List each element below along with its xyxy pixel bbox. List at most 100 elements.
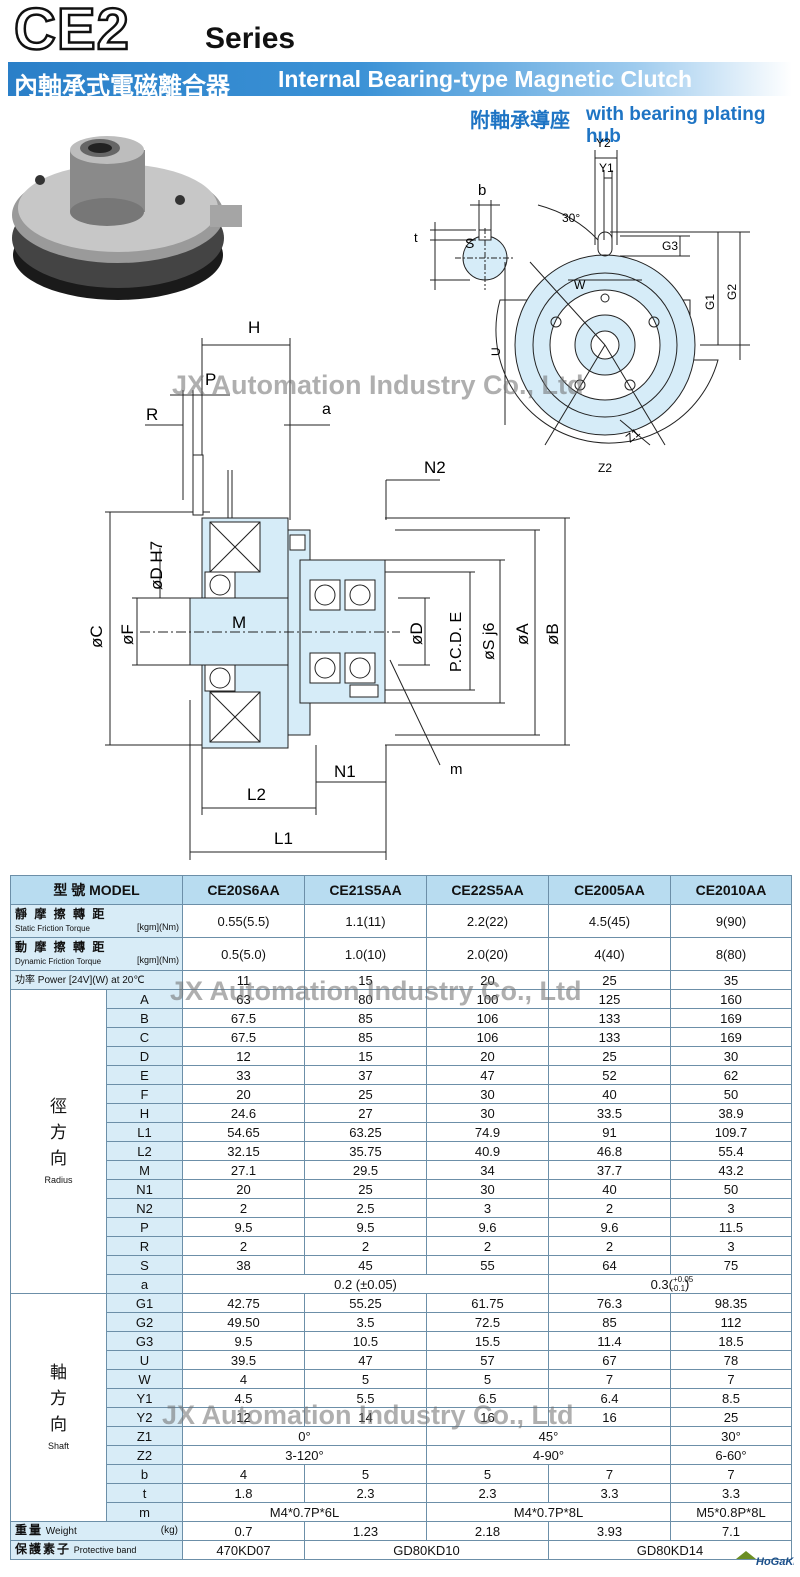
table-cell: 2 (182, 1236, 305, 1256)
table-cell: 0.2 (±0.05) (182, 1274, 549, 1294)
table-cell: 57 (426, 1350, 549, 1370)
table-cell: M4*0.7P*6L (182, 1502, 427, 1522)
table-cell: 9.5 (304, 1217, 427, 1237)
table-cell: 109.7 (670, 1122, 792, 1142)
label-z2: Z2 (598, 461, 612, 475)
dim-label: M (106, 1160, 183, 1180)
torque-unit: [kgm](Nm) (137, 922, 179, 932)
table-cell: 33 (182, 1065, 305, 1085)
table-cell: 2 (548, 1198, 671, 1218)
label-30deg: 30° (562, 211, 580, 225)
dim-label: a (106, 1274, 183, 1294)
label-g1: G1 (703, 294, 717, 310)
table-cell: 25 (548, 970, 671, 990)
table-cell: 2.0(20) (426, 937, 549, 971)
table-cell: 20 (426, 1046, 549, 1066)
label-f: øF (118, 624, 137, 645)
model-col-5: CE2010AA (670, 875, 792, 905)
tol-base: 0.3( (650, 1276, 673, 1292)
dim-label: L1 (106, 1122, 183, 1142)
label-d: øD (407, 622, 426, 645)
dim-label: b (106, 1464, 183, 1484)
table-cell: 49.50 (182, 1312, 305, 1332)
table-cell: 25 (670, 1407, 792, 1427)
table-cell: 2 (548, 1236, 671, 1256)
label-n1: N1 (334, 762, 356, 781)
table-cell: 0.7 (182, 1521, 305, 1541)
table-cell: 98.35 (670, 1293, 792, 1313)
dim-label: H (106, 1103, 183, 1123)
weight-zh: 重量 (15, 1523, 44, 1537)
table-cell: 20 (182, 1084, 305, 1104)
weight-en: Weight (45, 1526, 77, 1537)
table-cell: 1.1(11) (304, 904, 427, 938)
table-cell: 7 (548, 1464, 671, 1484)
dim-label: N1 (106, 1179, 183, 1199)
dim-label: B (106, 1008, 183, 1028)
table-cell: 11.4 (548, 1331, 671, 1351)
dim-label: Y2 (106, 1407, 183, 1427)
group-zh: 方 (50, 1123, 67, 1142)
label-c: øC (87, 625, 106, 648)
dim-label: S (106, 1255, 183, 1275)
table-cell: 16 (548, 1407, 671, 1427)
table-cell: 2.3 (426, 1483, 549, 1503)
table-cell: 27 (304, 1103, 427, 1123)
table-cell: 85 (548, 1312, 671, 1332)
table-cell: 133 (548, 1008, 671, 1028)
tol-sup: +0.05 (673, 1274, 694, 1284)
table-cell: 1.0(10) (304, 937, 427, 971)
table-cell: 35.75 (304, 1141, 427, 1161)
page-header: CE2 Series 內軸承式電磁離合器 Internal Bearing-ty… (0, 0, 800, 147)
group-en: Shaft (47, 1441, 69, 1451)
table-cell: GD80KD14 (548, 1540, 792, 1560)
table-cell: 3.93 (548, 1521, 671, 1541)
hogaki-logo: HoGaKi (736, 1551, 794, 1568)
dim-label: A (106, 989, 183, 1009)
table-cell: 62 (670, 1065, 792, 1085)
model-col-1: CE20S6AA (182, 875, 305, 905)
group-en: Radius (44, 1175, 73, 1185)
table-cell: 30 (426, 1103, 549, 1123)
table-cell: 20 (426, 970, 549, 990)
table-cell: 3-120° (182, 1445, 427, 1465)
label-dh7: øD H7 (147, 541, 166, 590)
table-cell: 40 (548, 1179, 671, 1199)
table-cell: 470KD07 (182, 1540, 305, 1560)
torque-en: Dynamic Friction Torque (15, 957, 102, 966)
dim-label: m (106, 1502, 183, 1522)
dim-label: Y1 (106, 1388, 183, 1408)
table-cell: 40.9 (426, 1141, 549, 1161)
table-cell: 9.5 (182, 1331, 305, 1351)
table-cell: 34 (426, 1160, 549, 1180)
table-cell: 80 (304, 989, 427, 1009)
table-cell: 40 (548, 1084, 671, 1104)
power-row: 功率 Power [24V](W) at 20℃ 11 15 20 25 35 (10, 970, 792, 990)
table-cell: 12 (182, 1407, 305, 1427)
label-sj6: øS j6 (481, 623, 498, 660)
label-y1: Y1 (599, 161, 614, 175)
table-cell: 45 (304, 1255, 427, 1275)
table-cell: 50 (670, 1179, 792, 1199)
group-zh: 方 (50, 1389, 67, 1408)
model-header: 型 號 MODEL (10, 875, 183, 905)
label-m: M (232, 613, 246, 632)
title-bar (8, 62, 792, 96)
dim-label: Z1 (106, 1426, 183, 1446)
